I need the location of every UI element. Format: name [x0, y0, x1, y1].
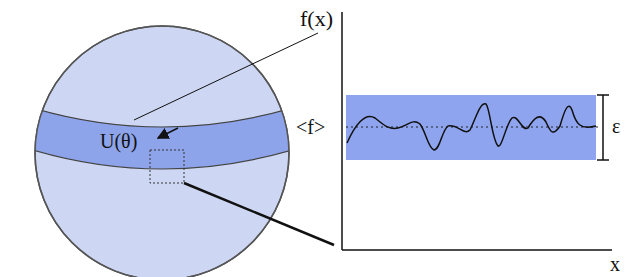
parameter-arrow — [158, 128, 178, 138]
axis-label: x — [610, 254, 620, 274]
epsilon-bracket — [602, 95, 604, 160]
concentration-band — [346, 95, 596, 160]
parameter-label: U(θ) — [100, 131, 137, 151]
zoom-line — [184, 183, 334, 245]
leader-line — [134, 33, 318, 120]
mean-label: <f> — [296, 117, 325, 137]
sphere-band — [20, 104, 305, 169]
function-curve — [347, 104, 596, 150]
function-label: f(x) — [300, 8, 333, 30]
mean-line — [346, 126, 600, 127]
epsilon-label: ε — [612, 116, 620, 136]
y-axis — [341, 12, 343, 250]
x-axis — [342, 249, 612, 251]
zoom-square — [150, 150, 184, 183]
